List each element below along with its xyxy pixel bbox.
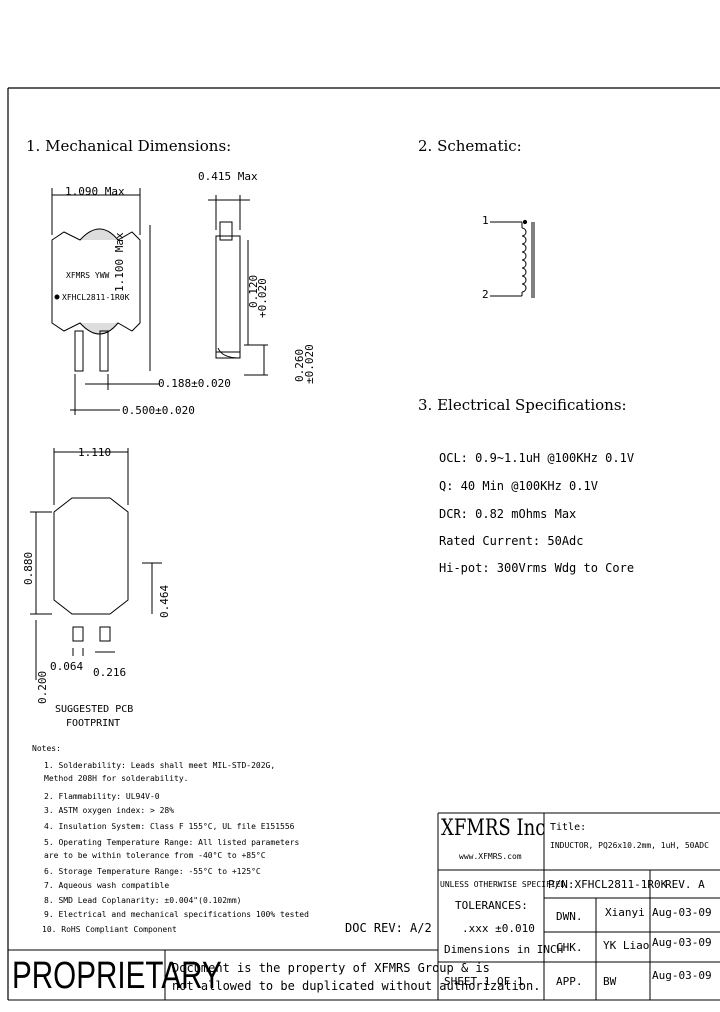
title-block-grid bbox=[8, 812, 720, 1001]
dim-width-max: 1.090 Max bbox=[65, 185, 125, 198]
spec-ocl: OCL: 0.9~1.1uH @100KHz 0.1V bbox=[439, 451, 635, 465]
spec-rated-current: Rated Current: 50Adc bbox=[439, 534, 584, 548]
side-view bbox=[208, 195, 268, 376]
note-item: 6. Storage Temperature Range: -55°C to +… bbox=[44, 867, 261, 876]
dim-0500: 0.500±0.020 bbox=[122, 404, 195, 417]
proprietary-stamp: PROPRIETARY bbox=[12, 955, 222, 997]
schematic-pin2: 2 bbox=[482, 288, 489, 301]
fp-dim-0064: 0.064 bbox=[50, 660, 84, 673]
marking-line2: XFHCL2811-1R0K bbox=[62, 293, 130, 302]
section-mechanical-title: 1. Mechanical Dimensions: bbox=[26, 137, 232, 155]
pcb-footprint bbox=[30, 448, 162, 680]
part-number: P/N:XFHCL2811-1R0K bbox=[548, 878, 668, 891]
dim-0188: 0.188±0.020 bbox=[158, 377, 231, 390]
note-item: 2. Flammability: UL94V-0 bbox=[44, 792, 160, 801]
dim-depth-max: 0.415 Max bbox=[198, 170, 258, 183]
revision: REV. A bbox=[665, 878, 705, 891]
note-item: 7. Aqueous wash compatible bbox=[44, 881, 170, 890]
schematic-pin1: 1 bbox=[482, 214, 489, 227]
company-name: XFMRS Inc bbox=[441, 816, 546, 841]
doc-revision: DOC REV: A/2 bbox=[345, 921, 432, 935]
fp-width: 1.110 bbox=[78, 446, 112, 459]
note-item: 1. Solderability: Leads shall meet MIL-S… bbox=[44, 761, 276, 770]
app-name: BW bbox=[603, 975, 617, 988]
chk-label: CHK. bbox=[556, 941, 583, 954]
app-label: APP. bbox=[556, 975, 583, 988]
title-label: Title: bbox=[550, 822, 587, 833]
spec-dcr: DCR: 0.82 mOhms Max bbox=[439, 507, 577, 521]
company-website: www.XFMRS.com bbox=[459, 852, 522, 861]
note-item: 4. Insulation System: Class F 155°C, UL … bbox=[44, 822, 295, 831]
fp-dim-0216: 0.216 bbox=[93, 666, 127, 679]
fp-dim-0200: 0.200 bbox=[36, 670, 49, 704]
dwn-date: Aug-03-09 bbox=[652, 906, 712, 919]
dwn-name: Xianyi bbox=[605, 906, 645, 919]
chk-date: Aug-03-09 bbox=[652, 936, 712, 949]
spec-q: Q: 40 Min @100KHz 0.1V bbox=[439, 479, 598, 493]
section-electrical-title: 3. Electrical Specifications: bbox=[418, 396, 627, 414]
front-view bbox=[51, 188, 160, 415]
dimensions-unit: Dimensions in INCH bbox=[444, 943, 564, 956]
note-item: Method 208H for solderability. bbox=[44, 774, 189, 783]
section-schematic-title: 2. Schematic: bbox=[418, 137, 522, 155]
note-item: 10. RoHS Compliant Component bbox=[42, 925, 177, 934]
dim-0260-tol: ±0.020 bbox=[303, 344, 316, 384]
tolerances-label: TOLERANCES: bbox=[455, 899, 528, 912]
note-item: are to be within tolerance from -40°C to… bbox=[44, 851, 266, 860]
dim-height-max: 1.100 Max bbox=[113, 232, 126, 292]
sheet-number: SHEET 1 OF 1 bbox=[444, 975, 524, 988]
fp-height: 0.880 bbox=[22, 551, 35, 585]
chk-name: YK Liao bbox=[603, 939, 650, 952]
notes-title: Notes: bbox=[32, 744, 61, 753]
tolerance-value: .xxx ±0.010 bbox=[462, 922, 535, 935]
dim-0120-tol: +0.020 bbox=[256, 278, 269, 318]
marking-line1: XFMRS YWW bbox=[66, 271, 110, 280]
note-item: 8. SMD Lead Coplanarity: ±0.004"(0.102mm… bbox=[44, 896, 242, 905]
dwn-label: DWN. bbox=[556, 910, 583, 923]
note-item: 9. Electrical and mechanical specificati… bbox=[44, 910, 309, 919]
proprietary-notice-line2: not allowed to be duplicated without aut… bbox=[172, 979, 541, 993]
fp-dim-0464: 0.464 bbox=[158, 584, 171, 618]
title-value: INDUCTOR, PQ26x10.2mm, 1uH, 50ADC bbox=[550, 841, 709, 850]
unless-specified: UNLESS OTHERWISE SPECIFIED bbox=[440, 880, 566, 889]
note-item: 3. ASTM oxygen index: > 28% bbox=[44, 806, 175, 815]
fp-caption-line2: FOOTPRINT bbox=[66, 718, 121, 729]
schematic-drawing bbox=[490, 219, 535, 298]
app-date: Aug-03-09 bbox=[652, 969, 712, 982]
note-item: 5. Operating Temperature Range: All list… bbox=[44, 838, 300, 847]
spec-hipot: Hi-pot: 300Vrms Wdg to Core bbox=[439, 561, 635, 575]
fp-caption-line1: SUGGESTED PCB bbox=[55, 704, 134, 715]
proprietary-notice-line1: Document is the property of XFMRS Group … bbox=[172, 961, 490, 975]
